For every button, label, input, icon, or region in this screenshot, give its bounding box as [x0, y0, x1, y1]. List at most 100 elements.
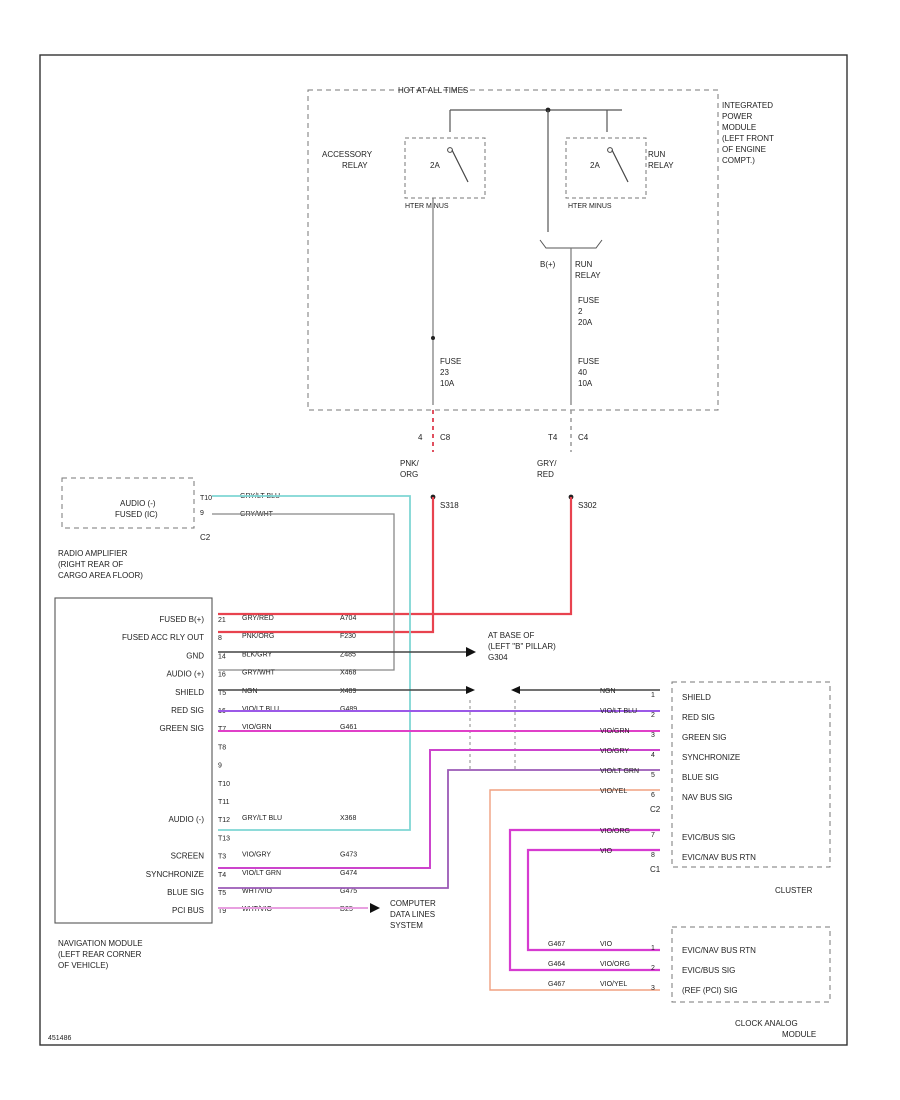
nav-wire-color: WHT/VIO [242, 906, 272, 913]
nav-wire-color: PNK/ORG [242, 633, 274, 640]
acc-relay-line-1: RELAY [342, 161, 368, 170]
cluster-wire-color: VIO/LT GRN [600, 768, 639, 775]
clock-title: CLOCK ANALOG MODULE [735, 1019, 816, 1039]
cluster-wire-color: VIO [600, 848, 613, 855]
amp-caption: RADIO AMPLIFIER (RIGHT REAR OF CARGO ARE… [58, 549, 143, 580]
nav-pin-label: SYNCHRONIZE [146, 870, 204, 879]
nav-wire-color: VIO/LT GRN [242, 870, 281, 877]
nav-pin-label: GND [186, 651, 204, 660]
evic-rtn-wire [526, 848, 660, 952]
computer-line-0: COMPUTER [390, 899, 436, 908]
fuse-right-top-label: FUSE 2 20A [578, 296, 602, 327]
cluster-pin-number: 1 [651, 692, 655, 699]
c8-pin: 4 [418, 433, 423, 442]
cluster-pin-label: NAV BUS SIG [682, 793, 733, 802]
nav-circuit-code: D25 [340, 906, 353, 913]
nav-pin-label: AUDIO (+) [166, 670, 204, 679]
clock-pin-number: 3 [651, 985, 655, 992]
clock-title-0: CLOCK ANALOG [735, 1019, 798, 1028]
nav-pin-label: FUSED B(+) [159, 615, 204, 624]
cluster-wire-color: VIO/ORG [600, 828, 630, 835]
clock-pin-label: EVIC/NAV BUS RTN [682, 946, 756, 955]
run-relay-label: RUN RELAY [648, 150, 674, 170]
nav-pin-label: RED SIG [171, 706, 204, 715]
fused-ic-line-1: FUSED (IC) [115, 510, 158, 519]
nav-pin-label: GREEN SIG [160, 724, 204, 733]
nav-pin-number: T13 [218, 835, 230, 842]
fuse-rb-0: FUSE [578, 357, 599, 366]
wire-left-label: PNK/ ORG [400, 459, 421, 479]
clock-pin-number: 2 [651, 965, 655, 972]
cluster-wire-color: NGN [600, 688, 616, 695]
wire-left-0: PNK/ [400, 459, 419, 468]
nav-pin-label: BLUE SIG [167, 888, 204, 897]
accessory-relay-label: ACCESSORY RELAY [322, 150, 374, 170]
gry-red-wire [218, 497, 573, 616]
nav-module-box [54, 597, 213, 924]
power-module-label: INTEGRATED POWER MODULE (LEFT FRONT OF E… [722, 101, 776, 165]
acc-fuse-node [431, 336, 435, 340]
run-relay-box [565, 137, 647, 199]
cluster-title: CLUSTER [775, 886, 813, 895]
fused-ic-box [61, 477, 195, 529]
run-out-1: RELAY [575, 271, 601, 280]
audio-plus-wire [212, 513, 395, 671]
cluster-pin-label: BLUE SIG [682, 773, 719, 782]
nav-circuit-code: F230 [340, 633, 356, 640]
nav-circuit-code: G461 [340, 724, 357, 731]
acc-relay-line-0: ACCESSORY [322, 150, 373, 159]
fuse-rb-1: 40 [578, 368, 587, 377]
amp-line-0: RADIO AMPLIFIER [58, 549, 128, 558]
fuse-rt-2: 20A [578, 318, 593, 327]
nav-cap-1: (LEFT REAR CORNER [58, 950, 142, 959]
run-relay-out-label: RUN RELAY [575, 260, 601, 280]
nav-bus-wire [489, 789, 660, 991]
nav-pin-number: T12 [218, 817, 230, 824]
fuse-left-2: 10A [440, 379, 455, 388]
ground-line-1: (LEFT "B" PILLAR) [488, 642, 556, 651]
cluster-c2: C2 [650, 805, 661, 814]
cluster-pin-label: EVIC/BUS SIG [682, 833, 735, 842]
nav-wire-color: VIO/GRN [242, 724, 272, 731]
nav-circuit-code: X468 [340, 670, 356, 677]
nav-pin-number: 9 [218, 763, 222, 770]
nav-circuit-code: X489 [340, 688, 356, 695]
clock-wire-color: VIO/YEL [600, 981, 627, 988]
nav-pin-number: T3 [218, 854, 226, 861]
fuse-left-0: FUSE [440, 357, 461, 366]
nav-circuit-code: Z485 [340, 651, 356, 658]
nav-caption: NAVIGATION MODULE (LEFT REAR CORNER OF V… [58, 939, 145, 970]
module-line-3: (LEFT FRONT [722, 134, 774, 143]
hot-label: HOT AT ALL TIMES [398, 86, 468, 95]
footer-ref: 451486 [48, 1035, 71, 1042]
pci-arrow [370, 903, 380, 913]
ground-line-2: G304 [488, 653, 508, 662]
nav-circuit-code: G475 [340, 888, 357, 895]
cluster-wire-color: VIO/GRY [600, 748, 629, 755]
splice-left: S318 [440, 501, 459, 510]
acc-relay-switch [451, 149, 469, 183]
cluster-pin-label: SYNCHRONIZE [682, 753, 740, 762]
wire-right-0: GRY/ [537, 459, 557, 468]
nav-pin-number: T9 [218, 908, 226, 915]
fused-ic-pin1: T10 [200, 495, 212, 502]
clock-circuit-code: G467 [548, 941, 565, 948]
amp-line-2: CARGO AREA FLOOR) [58, 571, 143, 580]
cluster-wire-color: VIO/GRN [600, 728, 630, 735]
module-line-1: POWER [722, 112, 752, 121]
fused-ic-c2: C2 [200, 533, 211, 542]
nav-pin-number: T5 [218, 890, 226, 897]
nav-circuit-code: G489 [340, 706, 357, 713]
nav-cap-0: NAVIGATION MODULE [58, 939, 143, 948]
cluster-c1: C1 [650, 865, 661, 874]
cluster-pin-label: GREEN SIG [682, 733, 726, 742]
nav-pin-label: AUDIO (-) [168, 815, 204, 824]
wire-left-1: ORG [400, 470, 418, 479]
cluster-pin-number: 5 [651, 772, 655, 779]
fused-ic-pin2: 9 [200, 510, 204, 517]
run-relay-contact [607, 147, 613, 153]
computer-line-1: DATA LINES [390, 910, 435, 919]
power-module-box [307, 89, 719, 411]
audio-minus-wire [212, 495, 411, 831]
